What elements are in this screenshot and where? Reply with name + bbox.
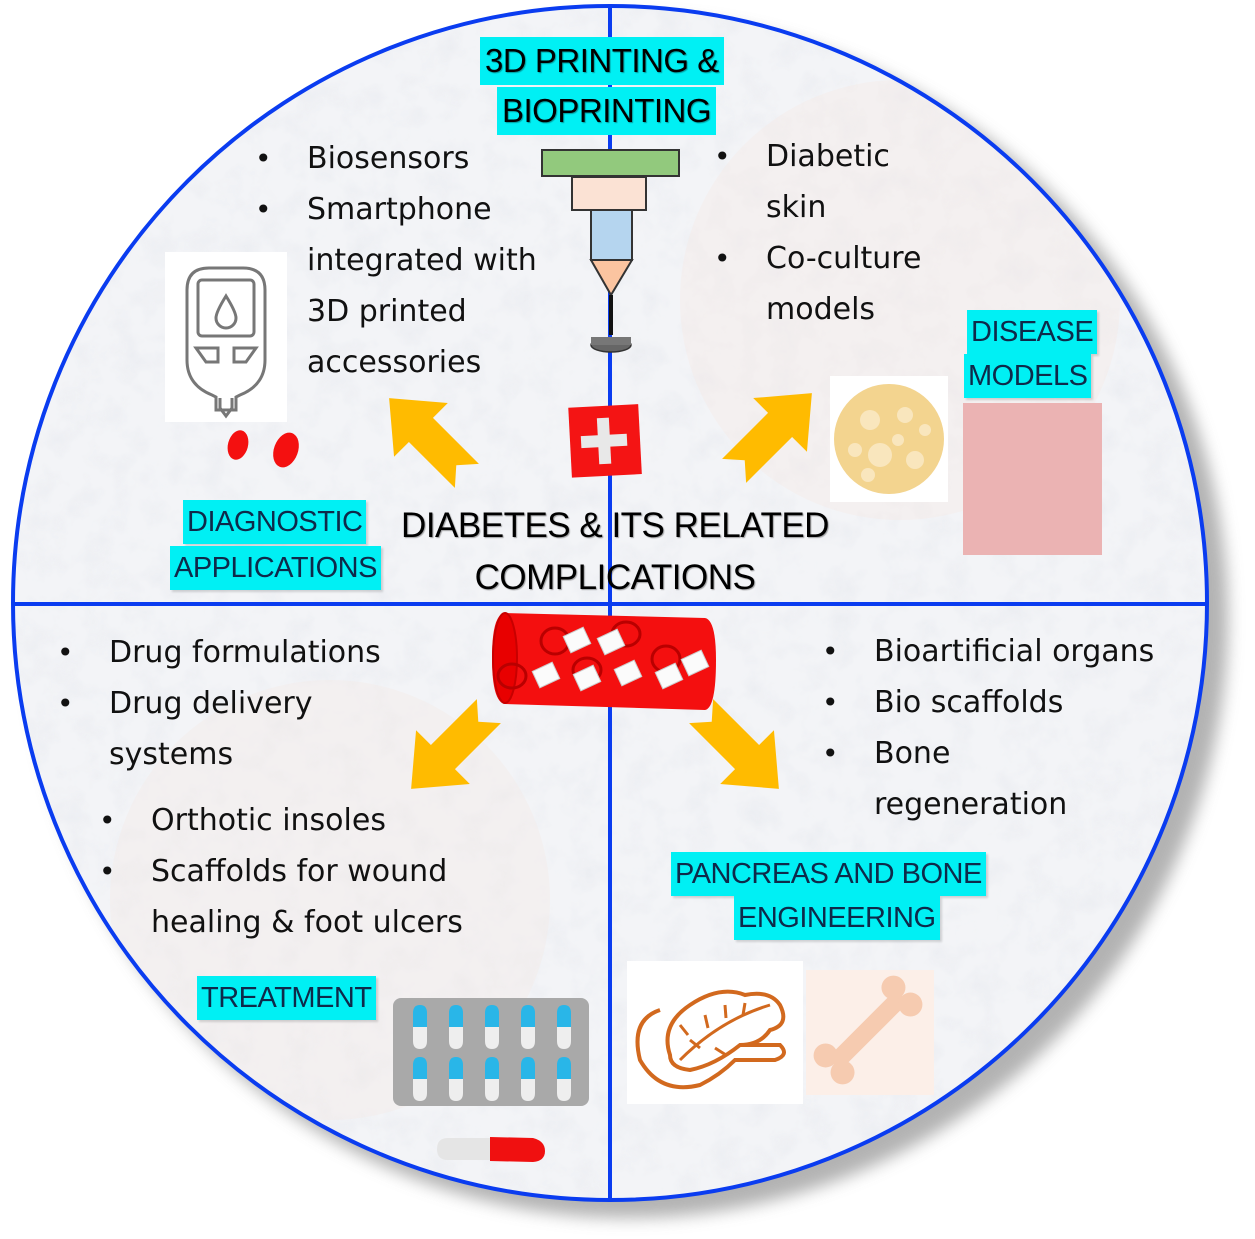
- list-item-text: healing & foot ulcers: [151, 905, 463, 940]
- blister-capsule: [413, 1057, 427, 1101]
- blister-capsule: [413, 1005, 427, 1049]
- blister-capsule: [557, 1005, 571, 1049]
- list-item-text: models: [766, 292, 876, 327]
- arrow-to-disease-models: [722, 393, 812, 483]
- label-pancreas-and-bone: PANCREAS AND BONE: [671, 852, 986, 896]
- blister-capsule: [449, 1005, 463, 1049]
- list-item: Smartphone: [255, 184, 492, 235]
- blister-capsule: [557, 1057, 571, 1101]
- blister-capsule: [485, 1005, 499, 1049]
- arrow-to-treatment: [411, 699, 501, 789]
- label-disease: DISEASE: [967, 310, 1098, 354]
- diagnostic-item-continuation: integrated with 3D printed accessories: [307, 235, 537, 388]
- list-item: Bioartificial organs: [822, 626, 1154, 677]
- center-title: DIABETES & ITS RELATED COMPLICATIONS: [380, 500, 850, 604]
- list-item: Drug delivery: [57, 678, 381, 729]
- top-title-line1: 3D PRINTING &: [480, 37, 724, 85]
- disease-model-items-list-2: Co-culture: [714, 233, 921, 284]
- pill-blister-icon: [393, 998, 589, 1106]
- arrow-to-diagnostic: [389, 398, 479, 488]
- list-item-text: accessories: [307, 345, 482, 380]
- blister-capsule: [449, 1057, 463, 1101]
- list-item: Biosensors: [255, 133, 492, 184]
- glucometer-icon: [165, 252, 287, 422]
- list-item: Diabetic: [714, 131, 890, 182]
- list-item: Scaffolds for wound: [99, 846, 447, 897]
- list-item-text: systems: [109, 737, 234, 772]
- blister-capsule: [521, 1057, 535, 1101]
- skin-tissue-icon: [963, 403, 1102, 555]
- list-item: Orthotic insoles: [99, 795, 447, 846]
- blood-drops-icon: [227, 430, 299, 468]
- cell-culture-icon: [830, 376, 948, 502]
- blister-capsule: [521, 1005, 535, 1049]
- diagnostic-items-list: Biosensors Smartphone: [255, 133, 492, 235]
- treatment-items-list: Drug formulations Drug delivery: [57, 627, 381, 729]
- blood-vessel-icon: [492, 612, 716, 710]
- pancreas-icon: [627, 961, 803, 1104]
- bioprinter-icon: [541, 149, 680, 353]
- top-title-line2: BIOPRINTING: [497, 87, 717, 135]
- list-item-text: regeneration: [874, 787, 1068, 822]
- blister-capsule: [485, 1057, 499, 1101]
- capsule-icon: [437, 1137, 545, 1162]
- label-treatment: TREATMENT: [197, 976, 376, 1020]
- list-item: Drug formulations: [57, 627, 381, 678]
- list-item-text: skin: [766, 190, 827, 225]
- arrow-to-pancreas-bone: [689, 699, 779, 789]
- label-diagnostic: DIAGNOSTIC: [183, 500, 367, 544]
- label-engineering: ENGINEERING: [734, 896, 940, 940]
- list-item-text: integrated with: [307, 243, 537, 278]
- disease-model-items-list: Diabetic: [714, 131, 890, 182]
- list-item: Bone: [822, 728, 1154, 779]
- medical-cross-icon: [568, 404, 642, 478]
- pancreas-bone-items-list: Bioartificial organs Bio scaffolds Bone: [822, 626, 1154, 779]
- list-item-text: 3D printed: [307, 294, 467, 329]
- treatment-items-list-2: Orthotic insoles Scaffolds for wound: [99, 795, 447, 897]
- center-title-line2: COMPLICATIONS: [474, 558, 756, 597]
- label-applications: APPLICATIONS: [170, 546, 381, 590]
- bone-icon: [806, 970, 934, 1095]
- label-models: MODELS: [964, 354, 1092, 398]
- list-item: Co-culture: [714, 233, 921, 284]
- list-item: Bio scaffolds: [822, 677, 1154, 728]
- center-title-line1: DIABETES & ITS RELATED: [401, 506, 829, 545]
